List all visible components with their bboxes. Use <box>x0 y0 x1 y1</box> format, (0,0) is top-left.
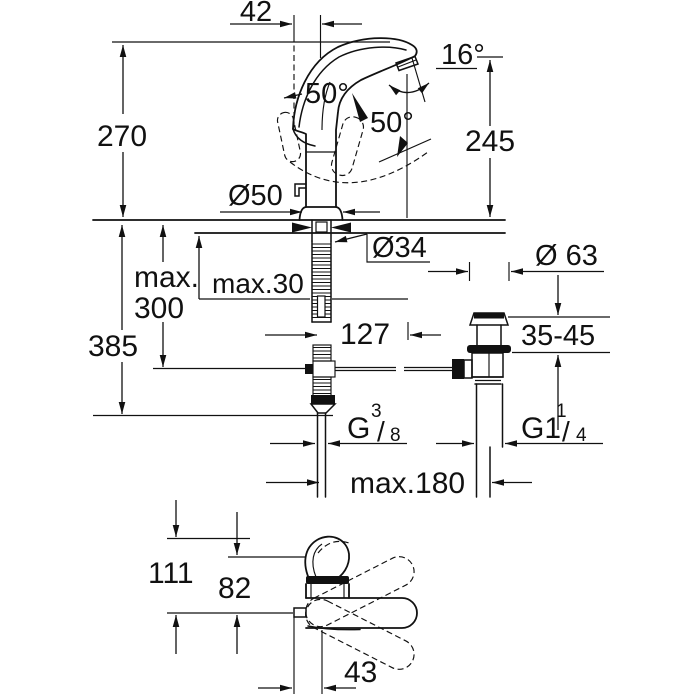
dimension-245: 245 <box>465 56 515 217</box>
dim-dia50-label: Ø50 <box>228 180 283 212</box>
faucet-body <box>292 37 419 221</box>
dimension-42: 42 <box>230 0 362 58</box>
angle-50-handle-label: 50° <box>305 78 349 110</box>
dimension-dia50: Ø50 <box>220 180 380 216</box>
angle-50-handle: 50° <box>283 78 368 122</box>
thread-g114-base: G1 <box>521 412 561 445</box>
top-view-reference-lines <box>167 537 306 614</box>
dim-82-label: 82 <box>218 572 251 605</box>
dim-max300-word: max. <box>134 261 199 294</box>
dimension-max300: max. 300 <box>134 225 306 370</box>
dimension-dia34: Ø34 <box>334 232 430 264</box>
dimension-270: 270 <box>97 45 147 217</box>
thread-g38-sub: 8 <box>390 425 401 446</box>
dim-245-label: 245 <box>465 125 515 158</box>
front-view: 42 270 245 50° 50° <box>88 0 610 500</box>
dimension-127: 127 <box>265 318 441 351</box>
dim-max30-label: max.30 <box>212 268 304 299</box>
dimension-43: 43 <box>258 617 377 694</box>
handle-swing-ghost <box>276 36 429 184</box>
dim-35-45-label: 35-45 <box>521 320 595 352</box>
top-view: 111 82 43 <box>148 500 418 694</box>
thread-g114-slash: / <box>562 416 570 447</box>
thread-g114-sub: 4 <box>576 425 587 446</box>
dimension-dia63: Ø 63 <box>428 240 604 281</box>
dim-270-label: 270 <box>97 120 147 153</box>
thread-g38: G 3 / 8 <box>270 401 407 447</box>
dim-43-label: 43 <box>344 656 377 689</box>
dim-max300-value: 300 <box>134 292 184 325</box>
angle-16-outlet: 16° <box>388 39 485 218</box>
dimension-35-45: 35-45 <box>508 275 610 430</box>
dim-111-label: 111 <box>148 557 194 590</box>
threaded-shank <box>311 240 332 323</box>
angle-50-spout: 50° <box>370 107 432 163</box>
dim-dia34-label: Ø34 <box>372 232 427 264</box>
dim-dia63-label: Ø 63 <box>535 240 598 272</box>
faucet-top-outline <box>293 535 418 631</box>
dim-385-label: 385 <box>88 330 138 363</box>
thread-g114-sup: 1 <box>556 401 567 422</box>
thread-g38-base: G <box>347 412 370 445</box>
dimension-max30: max.30 <box>195 236 408 300</box>
dimension-max180: max.180 <box>266 467 532 500</box>
dim-127-label: 127 <box>340 318 390 351</box>
supply-hose <box>305 344 337 498</box>
pop-up-rod <box>335 366 452 372</box>
thread-g38-slash: / <box>377 416 385 447</box>
dim-max180-label: max.180 <box>350 467 465 500</box>
dim-42-label: 42 <box>240 0 272 28</box>
angle-16-label: 16° <box>441 39 485 71</box>
pop-up-waste-valve <box>452 312 511 498</box>
spout-swing-ghost <box>305 540 415 670</box>
dimension-111: 111 <box>148 500 194 654</box>
thread-g114: G1 1 / 4 <box>436 401 603 447</box>
dimension-385: 385 <box>88 225 333 417</box>
mounting-clamp <box>292 219 351 242</box>
dimension-82: 82 <box>218 512 251 654</box>
thread-g38-sup: 3 <box>371 401 382 422</box>
